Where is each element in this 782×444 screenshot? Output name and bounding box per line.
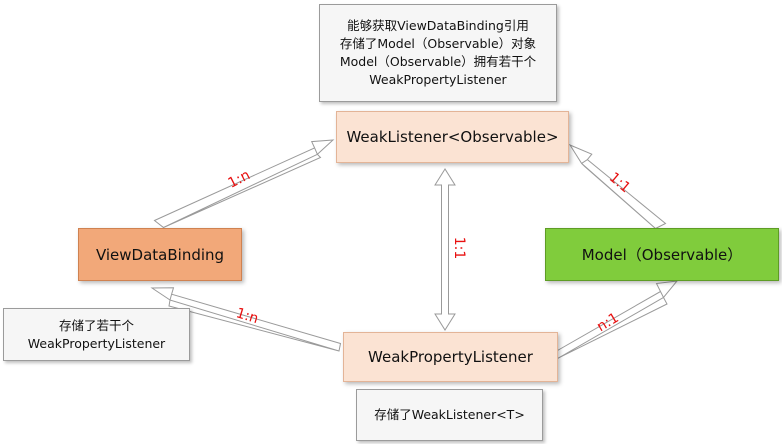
arrow-vdb-to-listener [153,139,335,229]
arrow-model-to-listener [568,143,667,230]
note-weak-property-listener: 存储了WeakListener<T> [356,389,543,441]
node-view-data-binding: ViewDataBinding [78,228,242,281]
node-view-data-binding-label: ViewDataBinding [95,245,225,264]
node-model: Model（Observable） [545,228,779,281]
note-line: WeakPropertyListener [369,72,507,87]
note-line: 存储了WeakListener<T> [374,407,525,422]
node-weak-property-listener: WeakPropertyListener [343,332,558,382]
node-weak-listener: WeakListener<Observable> [336,111,569,163]
note-line: WeakPropertyListener [27,335,166,351]
note-line: Model（Observable）拥有若干个 [339,54,537,69]
note-line: 存储了Model（Observable）对象 [339,36,537,51]
note-weak-listener: 能够获取ViewDataBinding引用 存储了Model（Observabl… [319,4,557,102]
arrow-wpl-to-model [557,280,679,360]
arrow-listener-wpl [434,168,456,331]
note-line: 能够获取ViewDataBinding引用 [347,18,529,33]
arrow-wpl-to-vdb [150,287,342,352]
edge-label-listener-wpl: 1:1 [451,237,467,260]
note-line: 存储了若干个 [58,317,134,333]
node-model-label: Model（Observable） [581,246,743,264]
edge-label-model-listener: 1:1 [606,170,634,197]
node-weak-listener-label: WeakListener<Observable> [346,128,559,146]
node-weak-property-listener-label: WeakPropertyListener [368,348,533,366]
edge-label-wpl-model: n:1 [594,310,622,335]
note-view-data-binding: 存储了若干个 WeakPropertyListener [3,308,190,361]
edge-label-wpl-vdb: 1:n [234,305,260,327]
